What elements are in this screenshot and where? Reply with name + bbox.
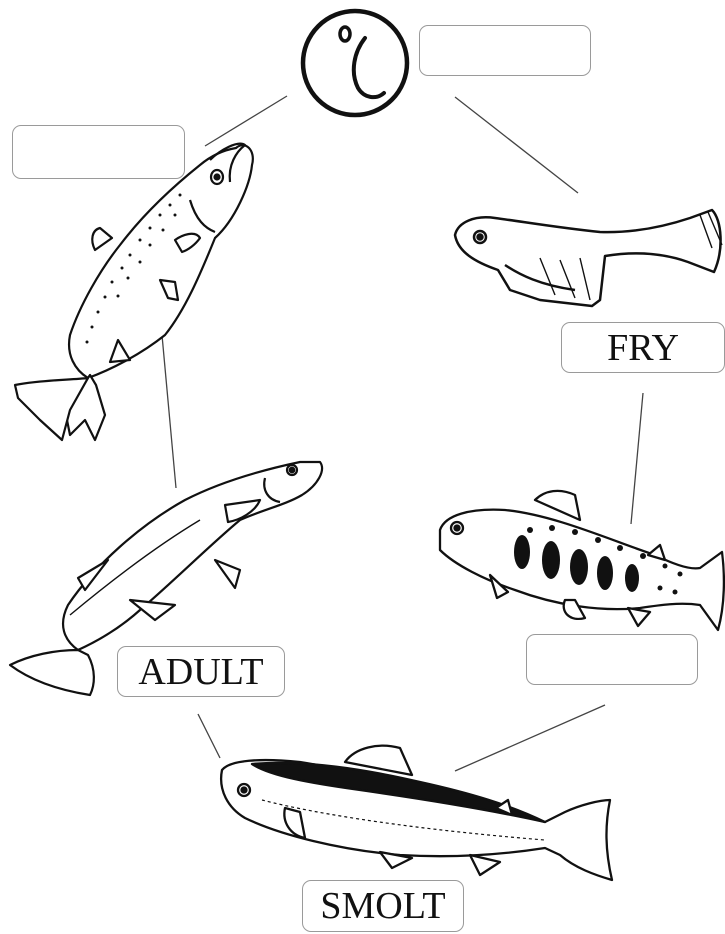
connector-fry-parr	[631, 393, 643, 524]
connector-adult-spawner	[162, 335, 176, 488]
connector-adult-smolt	[198, 714, 220, 758]
connector-egg-spawner	[205, 96, 287, 146]
egg-label-box	[419, 25, 591, 76]
connector-egg-fry	[455, 97, 578, 193]
parr-fish-icon	[440, 491, 724, 630]
adult-label: ADULT	[117, 646, 285, 697]
spawner-label-box	[12, 125, 185, 179]
fry-label: FRY	[561, 322, 725, 373]
parr-label-box	[526, 634, 698, 685]
egg-icon	[303, 11, 407, 115]
spawning-salmon-icon	[15, 144, 253, 440]
smolt-fish-icon	[221, 746, 612, 880]
fry-fish-icon	[455, 210, 722, 306]
smolt-label: SMOLT	[302, 880, 464, 932]
connector-parr-smolt	[455, 705, 605, 771]
